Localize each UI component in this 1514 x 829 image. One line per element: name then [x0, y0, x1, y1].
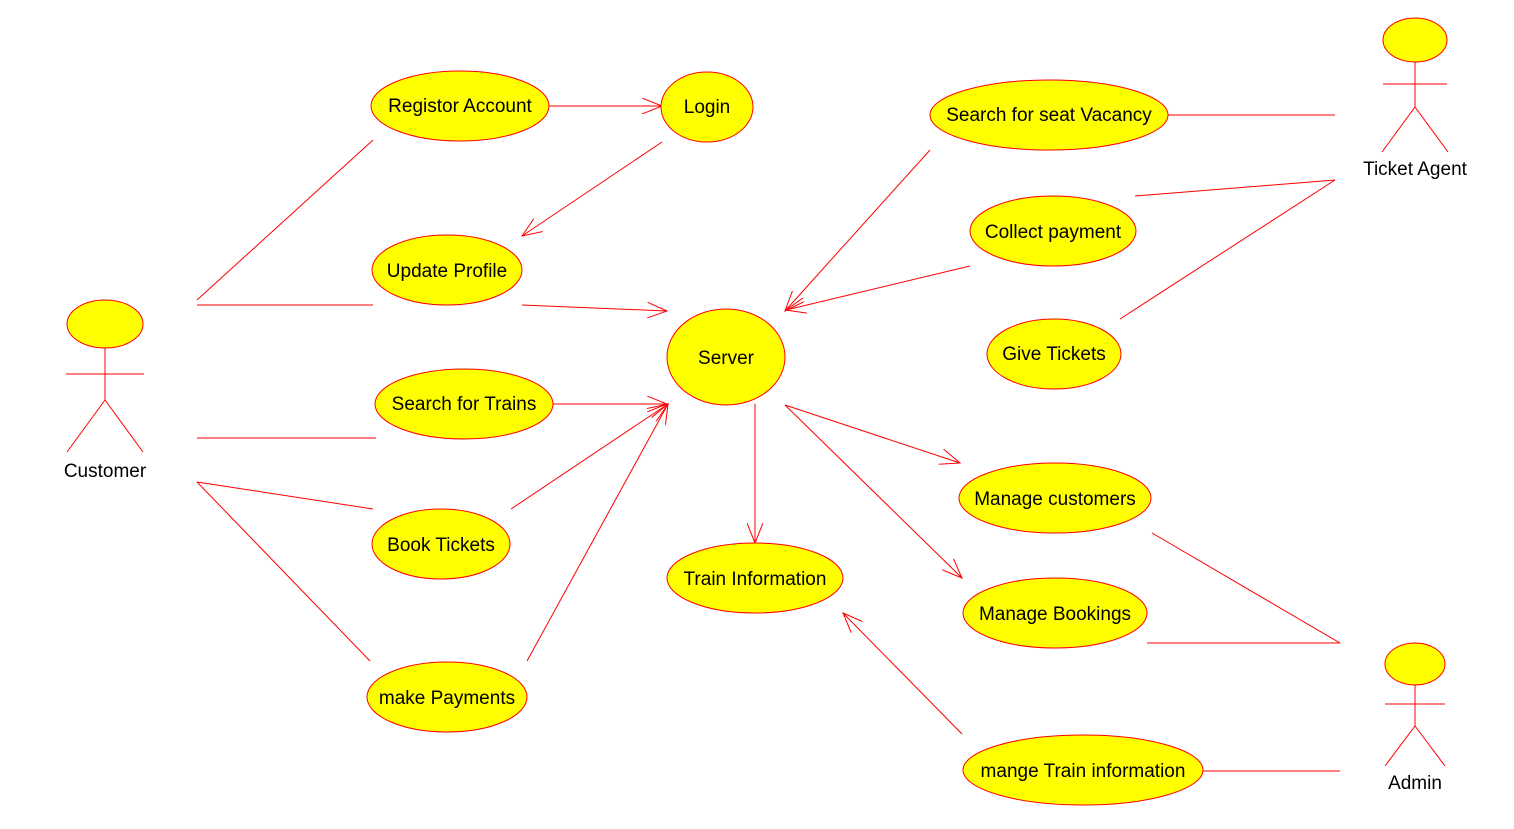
use-case-label: Manage Bookings: [979, 604, 1131, 625]
use-case-label: Server: [698, 348, 755, 369]
edge-seat-vacancy-to-server: [785, 149, 931, 311]
use-case-search-trains[interactable]: Search for Trains: [374, 368, 554, 440]
use-case-label: Update Profile: [387, 261, 507, 282]
use-case-registor-account[interactable]: Registor Account: [370, 70, 550, 142]
use-case-mange-train-information[interactable]: mange Train information: [962, 734, 1204, 806]
use-case-manage-bookings[interactable]: Manage Bookings: [962, 577, 1148, 649]
edge-admin-manage-customers: [1151, 532, 1341, 644]
use-case-label: Login: [684, 97, 731, 118]
use-case-train-information[interactable]: Train Information: [666, 542, 844, 614]
use-case-collect-payment[interactable]: Collect payment: [969, 195, 1137, 267]
actor-head: [1382, 17, 1448, 63]
actor-label: Customer: [64, 461, 147, 482]
use-case-login[interactable]: Login: [660, 71, 754, 143]
actor-customer[interactable]: Customer: [64, 299, 147, 482]
edge-make-payments-to-server: [526, 404, 668, 662]
use-case-label: make Payments: [379, 688, 515, 709]
edge-server-to-manage-bookings: [784, 404, 962, 578]
actor-ticket-agent[interactable]: Ticket Agent: [1363, 17, 1468, 180]
use-case-label: Registor Account: [388, 96, 532, 117]
edge-server-to-manage-customers: [784, 404, 960, 463]
edge-login-to-update-profile: [522, 141, 663, 236]
actor-label: Admin: [1388, 773, 1442, 794]
use-case-server[interactable]: Server: [666, 308, 786, 406]
actors: Customer Ticket Agent Admin: [64, 17, 1468, 794]
actor-label: Ticket Agent: [1363, 159, 1468, 180]
use-case-manage-customers[interactable]: Manage customers: [958, 462, 1152, 534]
edge-customer-make-payments: [196, 481, 371, 662]
edge-update-profile-to-server: [521, 305, 667, 311]
use-case-book-tickets[interactable]: Book Tickets: [371, 508, 511, 580]
actor-admin[interactable]: Admin: [1384, 642, 1446, 794]
edges: [196, 106, 1341, 772]
edge-customer-book-tickets: [196, 481, 374, 510]
use-case-label: Manage customers: [974, 489, 1136, 510]
use-case-label: Search for seat Vacancy: [946, 105, 1152, 126]
use-cases: Registor Account Login Update Profile Se…: [366, 70, 1204, 806]
use-case-label: Search for Trains: [392, 394, 537, 415]
use-case-label: Train Information: [684, 569, 827, 590]
use-case-label: Collect payment: [985, 222, 1122, 243]
edge-book-tickets-to-server: [510, 404, 668, 510]
edge-collect-payment-to-server: [786, 265, 971, 310]
edge-ticket-agent-give-tickets: [1119, 179, 1336, 320]
use-case-label: mange Train information: [981, 761, 1186, 782]
actor-head: [1384, 642, 1446, 686]
use-case-make-payments[interactable]: make Payments: [366, 661, 528, 733]
use-case-label: Give Tickets: [1002, 344, 1105, 365]
use-case-give-tickets[interactable]: Give Tickets: [986, 318, 1122, 390]
use-case-update-profile[interactable]: Update Profile: [371, 234, 523, 306]
edge-ticket-agent-collect-payment: [1134, 179, 1336, 197]
edge-customer-registor-account: [196, 139, 374, 301]
use-case-search-seat-vacancy[interactable]: Search for seat Vacancy: [929, 79, 1169, 151]
use-case-label: Book Tickets: [387, 535, 495, 556]
actor-head: [66, 299, 144, 349]
edge-mange-train-info-to-train-information: [843, 613, 963, 735]
